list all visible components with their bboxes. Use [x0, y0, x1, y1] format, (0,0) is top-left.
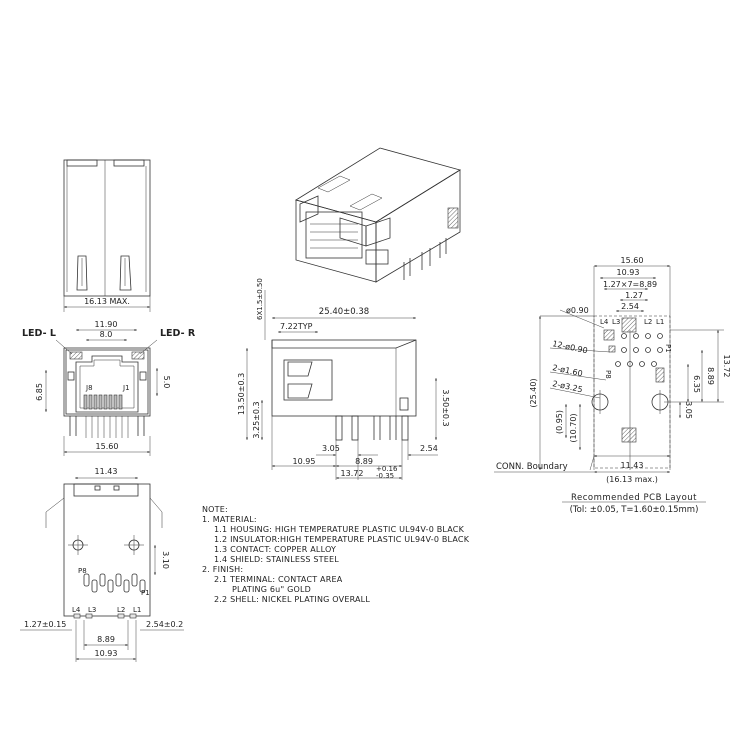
note-line: 1. MATERIAL:: [202, 515, 257, 524]
note-line: 2.1 TERMINAL: CONTACT AREA: [214, 575, 343, 584]
top-width-dim: 16.13 MAX.: [84, 297, 130, 306]
pcb-dim-1613: (16.13 max.): [606, 475, 658, 484]
pcb-dim-1560: 15.60: [621, 256, 644, 265]
side-dim-305: 3.05: [322, 444, 340, 453]
pcb-dim-635: 6.35: [692, 375, 701, 393]
conn-boundary-label: CONN. Boundary: [496, 462, 568, 472]
pcb-hole-12x: 12-ø0.90: [552, 339, 589, 355]
pcb-dim-2540: (25.40): [529, 378, 538, 407]
note-line: 1.4 SHIELD: STAINLESS STEEL: [214, 555, 339, 564]
pcb-dim-1070: (10.70): [569, 413, 578, 442]
note-line: 1.2 INSULATOR:HIGH TEMPERATURE PLASTIC U…: [214, 535, 470, 544]
bottom-view: 11.43 3.10 P8 P1 L4 L3 L2 L1: [20, 467, 184, 662]
side-dim-typ: 7.22TYP: [280, 322, 313, 331]
contact-pins: [83, 394, 123, 410]
side-dim-length: 25.40±0.38: [319, 307, 369, 317]
bottom-pin-l1: L1: [133, 606, 141, 614]
led-right-label: LED- R: [160, 328, 196, 339]
side-dim-254: 2.54: [420, 444, 438, 453]
side-dim-1372: 13.72: [341, 469, 364, 478]
pcb-dim-305: 3.05: [684, 401, 693, 419]
pcb-pin-p1: P1: [664, 344, 672, 353]
pin-j1-label: J1: [122, 384, 130, 392]
pcb-hole-090: ø0.90: [566, 306, 589, 315]
pin-j8-label: J8: [85, 384, 93, 392]
note-line: 2. FINISH:: [202, 565, 243, 574]
bottom-dim-1093: 10.93: [95, 649, 118, 658]
front-dim-width: 15.60: [96, 442, 119, 451]
side-dim-offset: 6X1.5±0.50: [256, 278, 264, 320]
front-dim-top-outer: 11.90: [95, 320, 118, 329]
bottom-dim-top: 11.43: [95, 467, 118, 476]
side-dim-1372-minus: -0.35: [376, 472, 394, 480]
side-dim-right-pin: 3.50±0.3: [441, 389, 450, 426]
pcb-dim-889: 8.89: [706, 367, 715, 385]
note-line: PLATING 6u" GOLD: [232, 585, 311, 594]
pin-row: [83, 573, 146, 593]
side-dim-height: 13.50±0.3: [237, 373, 246, 415]
bottom-dim-889: 8.89: [97, 635, 115, 644]
side-dim-889: 8.89: [355, 457, 373, 466]
side-dim-1095: 10.95: [293, 457, 316, 466]
pcb-dim-1143: 11.43: [621, 461, 644, 470]
isometric-view: [295, 147, 461, 283]
pcb-pin-holes: [608, 345, 663, 367]
pcb-hole-2x325: 2-ø3.25: [552, 379, 584, 394]
led-left-label: LED- L: [22, 328, 56, 339]
front-dim-left: 6.85: [35, 383, 44, 401]
pcb-pin-l2: L2: [644, 318, 652, 326]
front-dim-top-inner: 8.0: [100, 330, 113, 339]
pcb-pin-p8: P8: [604, 370, 612, 379]
pcb-dim-127: 1.27: [625, 291, 643, 300]
bottom-pin-l2: L2: [117, 606, 125, 614]
front-dim-right: 5.0: [162, 376, 171, 389]
bottom-pin-p1: P1: [141, 589, 150, 597]
pcb-dim-254: 2.54: [621, 302, 639, 311]
bottom-pin-l3: L3: [88, 606, 96, 614]
top-view: 16.13 MAX.: [63, 159, 151, 312]
bottom-pin-l4: L4: [72, 606, 81, 614]
bottom-dim-310: 3.10: [161, 551, 170, 569]
side-dim-pin-height: 3.25±0.3: [252, 401, 261, 438]
pcb-pin-l3: L3: [612, 318, 620, 326]
note-line: 2.2 SHELL: NICKEL PLATING OVERALL: [214, 595, 370, 604]
notes-heading: NOTE:: [202, 505, 228, 514]
pcb-dim-1372: 13.72: [722, 355, 731, 378]
bottom-dim-left: 1.27±0.15: [24, 620, 66, 629]
pcb-layout: 15.60 10.93 1.27×7=8.89 1.27 2.54 L4 L3 …: [494, 256, 731, 515]
pcb-dim-095: (0.95): [555, 410, 564, 434]
notes-block: NOTE: 1. MATERIAL: 1.1 HOUSING: HIGH TEM…: [202, 505, 470, 604]
note-line: 1.3 CONTACT: COPPER ALLOY: [214, 545, 336, 554]
bottom-dim-right: 2.54±0.2: [146, 620, 183, 629]
pcb-tolerance: (Tol: ±0.05, T=1.60±0.15mm): [570, 505, 699, 515]
pcb-title: Recommended PCB Layout: [571, 493, 697, 503]
front-view: LED- L LED- R 11.90 8.0 J8 J1: [22, 320, 196, 456]
pcb-pin-l1: L1: [656, 318, 664, 326]
side-dim-1372-plus: +0.16: [376, 465, 398, 473]
pcb-dim-1093: 10.93: [617, 268, 640, 277]
side-view: 6X1.5±0.50 25.40±0.38 7.22TYP 13.50±0.3 …: [237, 278, 450, 480]
pcb-hole-2x160: 2-ø1.60: [552, 363, 584, 378]
pcb-pin-l4: L4: [600, 318, 609, 326]
note-line: 1.1 HOUSING: HIGH TEMPERATURE PLASTIC UL…: [214, 525, 465, 534]
bottom-pin-p8: P8: [78, 567, 87, 575]
pcb-dim-127x7: 1.27×7=8.89: [603, 280, 657, 289]
